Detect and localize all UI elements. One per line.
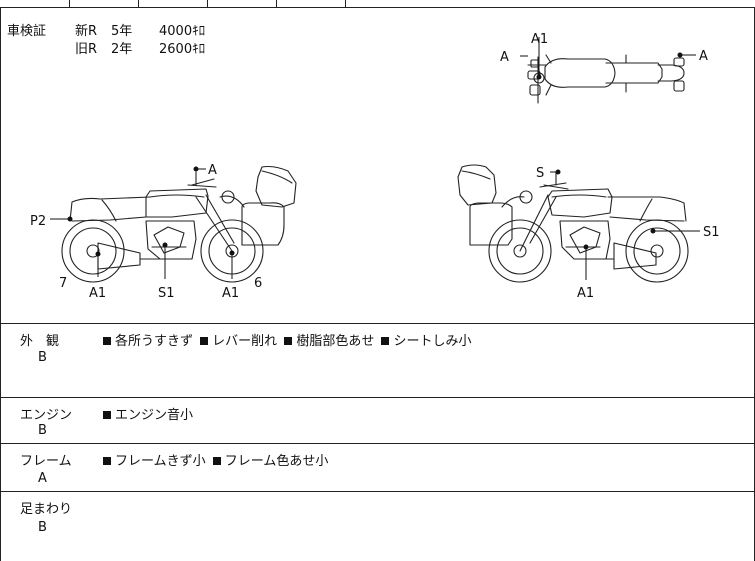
marker-label: 7: [59, 276, 67, 291]
registration-type: 新R: [75, 24, 98, 39]
marker-dot: [229, 250, 235, 256]
bullet-square-icon: [212, 457, 221, 465]
condition-notes: エンジン音小: [100, 404, 193, 423]
top-table-strip: [0, 0, 755, 8]
bullet-square-icon: [200, 337, 209, 345]
condition-grade: B: [38, 423, 47, 438]
condition-notes: 各所うすきず レバー削れ 樹脂部色あせ シートしみ小: [100, 330, 471, 349]
marker-label: A1: [222, 286, 239, 301]
note-item: フレームきず小: [115, 454, 206, 469]
registration-fee: 4000ｷﾛ: [159, 24, 206, 39]
marker-dot: [95, 251, 101, 257]
condition-row-exterior: 外 観 B 各所うすきず レバー削れ 樹脂部色あせ シートしみ小: [0, 324, 755, 398]
registration-fee: 2600ｷﾛ: [159, 42, 206, 57]
motorcycle-right-view: [457, 164, 689, 283]
table-divider: [69, 0, 70, 7]
marker-label: A: [208, 163, 217, 178]
motorcycle-diagrams: A A1 A A P2 7 A1 S1 A1 6 S S1 A1: [30, 32, 720, 301]
condition-notes: フレームきず小 フレーム色あせ小: [100, 450, 328, 469]
condition-label: エンジン: [20, 408, 73, 423]
marker-label: A: [699, 49, 708, 64]
motorcycle-top-view: [527, 54, 685, 104]
registration-type: 旧R: [75, 42, 98, 57]
note-item: シートしみ小: [393, 334, 472, 349]
marker-dot: [650, 228, 656, 234]
registration-years: 5年: [111, 24, 133, 39]
marker-label: A1: [531, 32, 548, 47]
marker-label: A: [500, 50, 509, 65]
marker-dot: [67, 216, 73, 222]
marker-dot: [162, 242, 168, 248]
marker-label: A1: [89, 286, 106, 301]
condition-row-suspension: 足まわり B: [0, 492, 755, 561]
condition-grade: B: [38, 520, 47, 535]
table-divider: [345, 0, 346, 7]
marker-label: 6: [254, 276, 262, 291]
note-item: エンジン音小: [115, 408, 194, 423]
marker-dot: [555, 169, 561, 175]
marker-label: S1: [158, 286, 175, 301]
registration-label: 車検証: [7, 24, 47, 39]
bullet-square-icon: [103, 457, 111, 465]
marker-label: S1: [703, 225, 720, 240]
condition-label: 足まわり: [20, 502, 73, 517]
condition-label: 外 観: [20, 334, 60, 349]
marker-dot: [193, 166, 199, 172]
condition-label: フレーム: [20, 454, 72, 469]
table-divider: [207, 0, 208, 7]
table-divider: [138, 0, 139, 7]
marker-label: P2: [30, 214, 46, 229]
condition-row-engine: エンジン B エンジン音小: [0, 398, 755, 444]
note-item: 各所うすきず: [115, 334, 194, 349]
note-item: レバー削れ: [212, 334, 278, 349]
marker-dot: [583, 244, 589, 250]
registration-years: 2年: [111, 42, 133, 57]
marker-dot: [677, 52, 683, 58]
bullet-square-icon: [381, 337, 390, 345]
bullet-square-icon: [103, 337, 111, 345]
bullet-square-icon: [103, 411, 111, 419]
marker-label: A1: [577, 286, 594, 301]
note-item: 樹脂部色あせ: [296, 334, 375, 349]
marker-label: S: [536, 166, 544, 181]
marker-dot: [536, 74, 542, 80]
motorcycle-left-view: [61, 165, 297, 283]
note-item: フレーム色あせ小: [224, 454, 329, 469]
condition-grade: B: [38, 350, 47, 365]
bullet-square-icon: [284, 337, 293, 345]
condition-grade: A: [38, 471, 47, 486]
table-divider: [276, 0, 277, 7]
condition-row-frame: フレーム A フレームきず小 フレーム色あせ小: [0, 444, 755, 492]
